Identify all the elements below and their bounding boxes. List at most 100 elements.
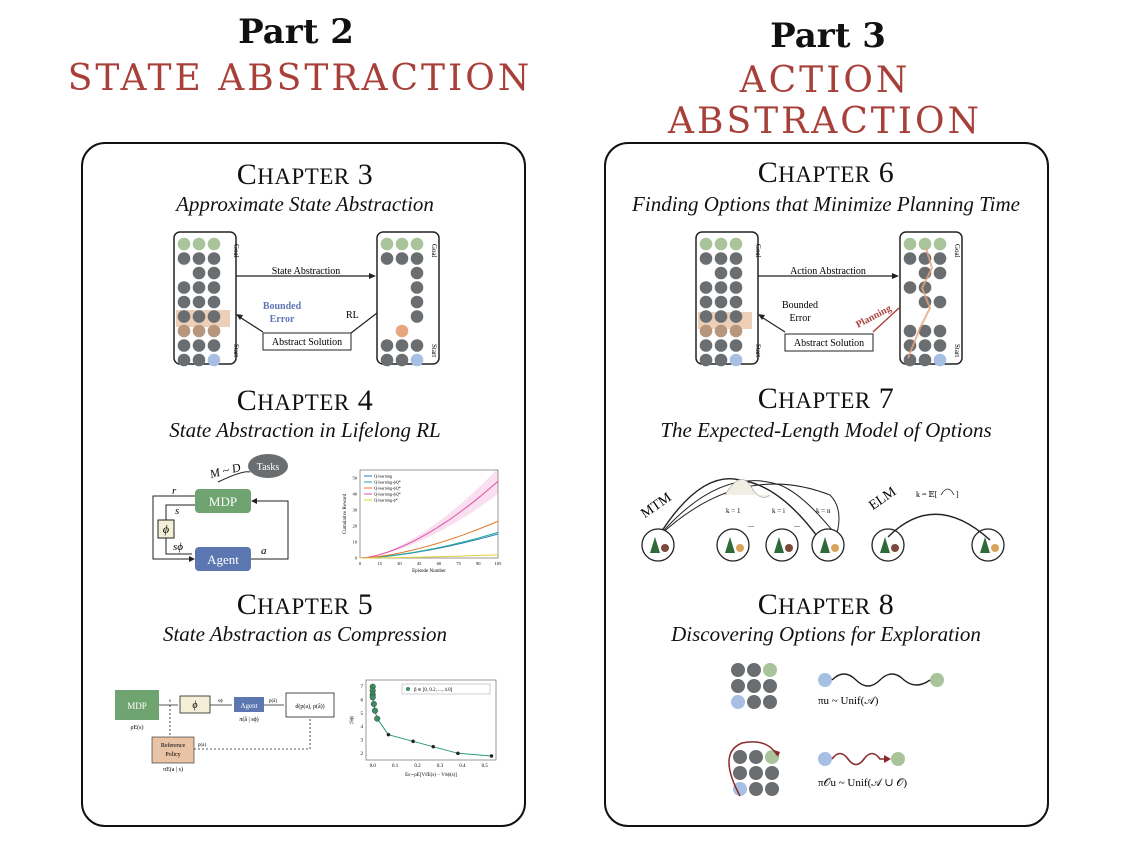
x-axis-label: Episode Number bbox=[412, 569, 446, 574]
state-node bbox=[208, 267, 221, 280]
svg-text:Abstract Solution: Abstract Solution bbox=[794, 338, 864, 349]
svg-text:MDP: MDP bbox=[127, 701, 147, 711]
svg-text:ϕ: ϕ bbox=[163, 522, 169, 536]
y-tick-label: 30 bbox=[353, 508, 358, 513]
chapter8-subtitle: Discovering Options for Exploration bbox=[606, 622, 1046, 647]
svg-text:ELM: ELM bbox=[866, 484, 899, 514]
svg-text:π(â | sϕ): π(â | sϕ) bbox=[239, 716, 258, 723]
state-node bbox=[411, 281, 424, 294]
svg-text:k = i: k = i bbox=[772, 507, 785, 515]
chapter4-heading: CHAPTER 4 bbox=[100, 384, 510, 418]
state-node bbox=[715, 252, 728, 265]
svg-text:k = n: k = n bbox=[816, 507, 831, 515]
state-node bbox=[763, 663, 777, 677]
state-node bbox=[193, 267, 206, 280]
x-tick-label: 0 bbox=[359, 561, 362, 566]
state-node bbox=[749, 766, 763, 780]
legend-label: Q-learning-ϕQ* bbox=[374, 492, 401, 497]
svg-text:s: s bbox=[175, 505, 179, 517]
state-circle bbox=[717, 529, 749, 561]
legend-label: β ∈ [0, 0.2, ..., 4.0] bbox=[414, 688, 453, 693]
state-node bbox=[715, 296, 728, 309]
state-node bbox=[381, 252, 394, 265]
state-node bbox=[411, 339, 424, 352]
data-point bbox=[411, 740, 414, 743]
legend-swatch bbox=[406, 687, 410, 691]
state-node bbox=[178, 281, 191, 294]
mushroom-icon bbox=[991, 544, 999, 552]
svg-text:Agent: Agent bbox=[240, 702, 257, 710]
state-node bbox=[715, 281, 728, 294]
state-node bbox=[208, 354, 221, 367]
svg-text:Planning: Planning bbox=[854, 303, 893, 331]
svg-text:p(a): p(a) bbox=[198, 743, 206, 748]
state-node bbox=[919, 339, 932, 352]
x-tick-label: 0.1 bbox=[392, 764, 399, 769]
part2-subtitle: STATE ABSTRACTION bbox=[60, 58, 540, 99]
svg-text:M ~ D: M ~ D bbox=[207, 460, 242, 481]
state-node bbox=[749, 782, 763, 796]
y-tick-label: 4 bbox=[361, 725, 364, 730]
state-node bbox=[411, 354, 424, 367]
part2-title: Part 2 bbox=[146, 12, 446, 52]
svg-text:sϕ: sϕ bbox=[173, 541, 183, 553]
svg-text:k = 1: k = 1 bbox=[726, 507, 741, 515]
state-node bbox=[904, 325, 917, 338]
x-tick-label: 60 bbox=[437, 561, 442, 566]
y-axis-label: |Sϕ| bbox=[350, 716, 355, 723]
state-node bbox=[193, 325, 206, 338]
y-axis-label: Cumulative Reward bbox=[343, 493, 348, 534]
x-tick-label: 0.4 bbox=[459, 764, 466, 769]
svg-text:RL: RL bbox=[346, 310, 359, 321]
chapter7-subtitle: The Expected-Length Model of Options bbox=[606, 418, 1046, 443]
state-node bbox=[208, 296, 221, 309]
legend-label: Q-learning-ϕQ* bbox=[374, 480, 401, 485]
x-tick-label: 0.5 bbox=[482, 764, 489, 769]
state-node bbox=[178, 354, 191, 367]
state-node bbox=[730, 296, 743, 309]
state-node bbox=[730, 339, 743, 352]
state-node bbox=[411, 252, 424, 265]
chapter8-figure: πu ~ Unif(𝒜) π𝒪u ~ Unif(𝒜 ∪ 𝒪) bbox=[722, 658, 952, 808]
svg-text:Goal: Goal bbox=[232, 244, 240, 258]
state-node bbox=[193, 238, 206, 251]
legend-label: Q-learning-ϕ* bbox=[374, 498, 398, 503]
state-node bbox=[730, 238, 743, 251]
state-node bbox=[934, 267, 947, 280]
state-node bbox=[178, 325, 191, 338]
svg-text:Start: Start bbox=[232, 344, 240, 357]
state-node bbox=[715, 310, 728, 323]
state-node bbox=[193, 354, 206, 367]
state-node bbox=[193, 252, 206, 265]
part3-title: Part 3 bbox=[678, 16, 978, 56]
state-node bbox=[715, 267, 728, 280]
y-tick-label: 0 bbox=[355, 556, 358, 561]
chapter8-heading: CHAPTER 8 bbox=[620, 588, 1032, 622]
svg-text:Error: Error bbox=[789, 313, 811, 324]
mushroom-icon bbox=[736, 544, 744, 552]
mushroom-icon bbox=[891, 544, 899, 552]
svg-text:]: ] bbox=[956, 490, 959, 499]
svg-text:Goal: Goal bbox=[754, 244, 762, 258]
svg-text:Bounded: Bounded bbox=[263, 301, 302, 312]
mushroom-icon bbox=[785, 544, 793, 552]
state-node bbox=[193, 310, 206, 323]
svg-text:πE(a | s): πE(a | s) bbox=[163, 766, 183, 773]
state-circle bbox=[972, 529, 1004, 561]
state-node bbox=[700, 310, 713, 323]
chapter5-subtitle: State Abstraction as Compression bbox=[100, 622, 510, 647]
state-node bbox=[396, 354, 409, 367]
svg-text:Start: Start bbox=[754, 344, 762, 357]
state-node bbox=[396, 238, 409, 251]
mushroom-icon bbox=[831, 544, 839, 552]
svg-text:MDP: MDP bbox=[209, 494, 237, 509]
chapter7-figure: MTM k = 1 ... k = i ... k = n ELM k = 𝔼[… bbox=[630, 455, 1030, 575]
state-circle bbox=[766, 529, 798, 561]
data-point bbox=[371, 701, 377, 707]
state-node bbox=[381, 354, 394, 367]
svg-text:...: ... bbox=[794, 520, 800, 529]
state-node bbox=[208, 325, 221, 338]
state-node bbox=[178, 238, 191, 251]
data-point bbox=[372, 708, 378, 714]
